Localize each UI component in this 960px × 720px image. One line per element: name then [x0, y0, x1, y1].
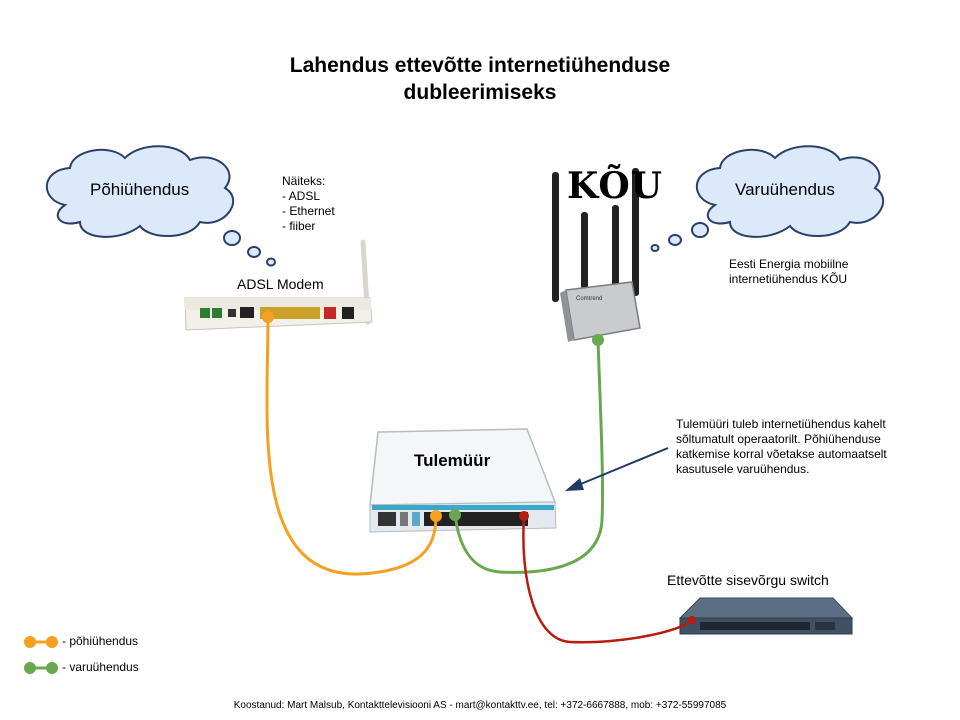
- svg-text:Comtrend: Comtrend: [576, 296, 602, 302]
- backup-cable: [453, 339, 605, 574]
- lan-cable: [522, 515, 693, 644]
- legend-backup-symbol: [24, 662, 58, 674]
- legend-primary-symbol: [24, 636, 58, 648]
- backup-cloud: [650, 145, 885, 252]
- adsl-modem-device: [184, 239, 373, 331]
- example-item-ethernet: - Ethernet: [282, 204, 335, 218]
- backup-cloud-label: Varuühendus: [735, 180, 835, 199]
- kou-logo: KÕU: [567, 165, 664, 207]
- backup-description-line-1: Eesti Energia mobiilne: [729, 257, 849, 271]
- firewall-lan-port-dot: [519, 511, 529, 521]
- primary-cable: [265, 317, 438, 576]
- footer-credits: Koostanud: Mart Malsub, Kontakttelevisio…: [233, 700, 727, 711]
- firewall-note-line-2: sõltumatult operaatorilt. Põhiühenduse: [676, 432, 881, 446]
- modem-label: ADSL Modem: [237, 276, 324, 292]
- firewall-backup-port-dot: [449, 509, 461, 521]
- firewall-label: Tulemüür: [414, 451, 491, 470]
- legend-backup-label: - varuühendus: [62, 660, 139, 674]
- legend-primary-label: - põhiühendus: [62, 634, 139, 648]
- note-arrow: [565, 447, 669, 491]
- switch-port-dot: [688, 616, 696, 624]
- kou-antenna-device: Comtrend: [552, 168, 641, 342]
- antenna-port-dot: [592, 334, 604, 346]
- example-item-adsl: - ADSL: [282, 189, 321, 203]
- title-line-2: dubleerimiseks: [403, 81, 557, 104]
- modem-port-dot: [262, 311, 274, 323]
- diagram-title: Lahendus ettevõtte internetiühenduse dub…: [0, 52, 960, 106]
- title-line-1: Lahendus ettevõtte internetiühenduse: [289, 54, 671, 77]
- primary-cloud-label: Põhiühendus: [90, 180, 190, 199]
- example-item-fiber: - fiiber: [282, 219, 316, 233]
- firewall-note-line-3: katkemise korral võetakse automaatselt: [676, 447, 887, 461]
- examples-heading: Näiteks:: [282, 174, 326, 188]
- backup-description-line-2: internetiühendus KÕU: [729, 272, 848, 286]
- switch-device: [678, 597, 854, 635]
- primary-cloud: [45, 145, 276, 267]
- switch-label: Ettevõtte sisevõrgu switch: [667, 572, 829, 588]
- firewall-device: [369, 428, 557, 533]
- firewall-primary-port-dot: [430, 510, 442, 522]
- firewall-note-line-1: Tulemüüri tuleb internetiühendus kahelt: [676, 417, 886, 431]
- firewall-note-line-4: kasutusele varuühendus.: [676, 462, 810, 476]
